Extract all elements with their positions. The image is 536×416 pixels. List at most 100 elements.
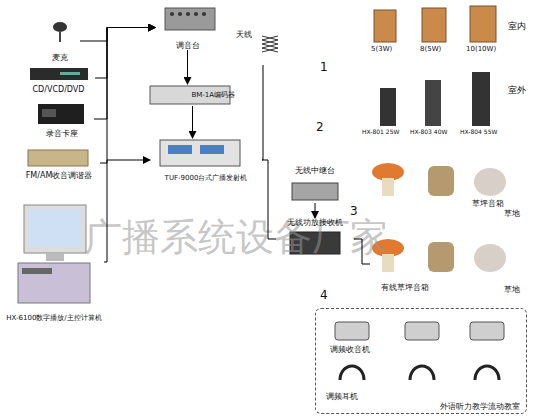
headphones [340,366,499,380]
device-box: CD/VCD/DVD [22,62,95,94]
callout-number: 1 [320,60,328,74]
part-label: 室外 [508,84,526,97]
node-label: 麦克 [52,53,68,62]
headphone [340,366,364,380]
rock-speaker [474,168,506,196]
part-label: HX-804 55W [460,128,497,135]
device-box: 天线 [236,30,290,65]
lawn-speakers [372,163,506,272]
radios [335,322,504,340]
part-label: 8(5W) [420,45,441,53]
signal-wire [94,28,155,120]
stump-speaker [428,166,454,196]
knob [170,12,174,16]
callout-number: 4 [320,288,328,302]
node-label: BM-1A编码器 [191,91,235,99]
column-speaker [472,72,490,126]
part-label: 草地 [504,208,520,219]
device-box: 调音台 [155,5,220,50]
node-label: 无线中继台 [295,166,335,175]
indoor-speakers [374,6,496,42]
mixer [165,8,215,30]
device-box: 麦克 [40,20,80,62]
signal-wire [187,50,188,84]
node-label: CD/VCD/DVD [32,85,84,94]
monitor-screen [29,209,81,247]
microphone [53,22,67,42]
relay-box [292,183,338,200]
cd-player [30,68,88,80]
knob [194,12,198,16]
part-label: 调频耳机 [326,391,358,402]
speaker [374,10,396,42]
speaker [422,8,446,42]
mic-stand [59,31,61,42]
monitor-stand [46,253,64,261]
mixer-knobs [170,12,206,16]
node-label: HX-6100数字播放/主控计算机 [6,314,101,322]
radio [405,322,439,340]
knob [178,12,182,16]
part-label: 5(3W) [371,45,392,53]
knob [186,12,190,16]
transmitter-display [200,145,224,154]
part-label: 10(10W) [466,45,496,53]
cd-display [60,72,80,75]
part-label: HX-801 25W [362,128,399,135]
knob [202,12,206,16]
node-label: 天线 [236,30,252,39]
node-label: 有线草坪音箱 [381,283,429,292]
signal-wire [95,28,155,79]
computer-case [18,263,90,303]
drive-bay [22,268,52,274]
node-label: 录音卡座 [46,129,78,138]
device-box: 有线草坪音箱 [370,236,440,292]
device-box: 无线功放接收机 [276,218,354,260]
node-label: 调音台 [176,41,200,50]
node-label: 外语听力教学流动教室 [440,402,520,411]
callout-number: 3 [350,204,358,218]
headphone [410,366,434,380]
device-box: HX-6100数字播放/主控计算机 [4,202,104,322]
node-label: 无线功放接收机 [287,218,343,227]
part-label: 室内 [508,20,526,33]
node-label: TUF-9000台式广播发射机 [165,174,248,182]
device-box: 录音卡座 [30,100,94,138]
device-box: TUF-9000台式广播发射机 [150,138,262,182]
column-speaker [380,88,396,126]
tape-deck [38,104,84,124]
signal-wire [192,106,193,138]
signal-wire [262,65,263,160]
transmitter-display [168,145,192,154]
part-label: HX-803 40W [410,128,447,135]
transmitter [160,140,240,166]
signal-wire [100,28,155,164]
mic-head [53,22,67,32]
stump-speaker [428,242,454,272]
tuner [28,150,88,166]
rock-speaker [474,244,506,272]
part-label: 调频收音机 [330,344,370,355]
signal-wire [80,28,155,42]
part-label: 草地 [504,284,520,295]
tape-slot [42,109,56,117]
radio [335,322,369,340]
headphone [475,366,499,380]
mushroom-stem [382,178,394,196]
outdoor-speakers [380,72,490,126]
callout-number: 2 [316,120,324,134]
part-label: 草坪音箱 [472,198,504,209]
device-box: FM/AM收音调谐器 [18,146,100,180]
monitor [24,205,86,253]
device-box: BM-1A编码器 [150,84,235,106]
antenna-symbol [262,36,278,52]
column-speaker [425,80,441,126]
speaker [470,6,496,42]
node-label: FM/AM收音调谐器 [26,171,93,180]
antenna-symbol [262,36,278,52]
device-box: 无线中继台 [282,166,348,203]
radio [470,322,504,340]
